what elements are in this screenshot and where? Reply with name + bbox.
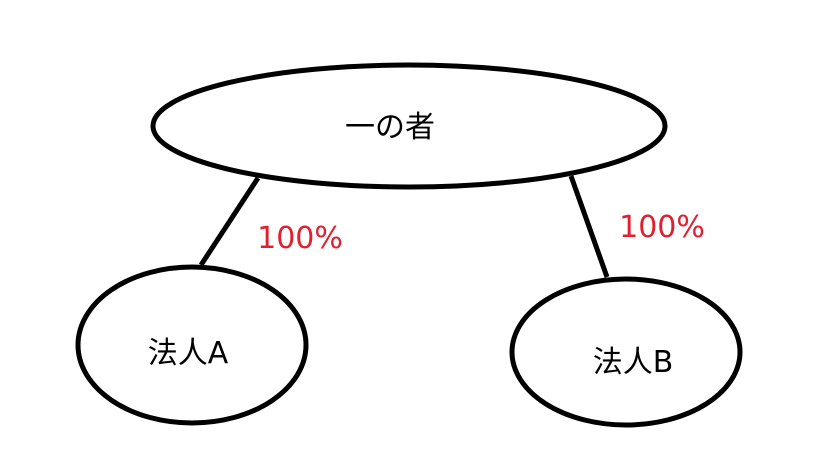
edge-line-parent-to-b	[568, 175, 610, 278]
edge-label-parent-to-b: 100%	[619, 210, 705, 245]
node-child-a: 法人A	[75, 264, 309, 426]
node-parent-label: 一の者	[345, 110, 435, 145]
node-child-b-ellipse	[509, 276, 743, 428]
edge-line-parent-to-a	[198, 176, 261, 267]
node-child-b-label: 法人B	[593, 345, 674, 380]
node-child-a-ellipse	[75, 264, 309, 426]
node-parent: 一の者	[150, 62, 668, 190]
node-child-b: 法人B	[509, 276, 743, 428]
node-parent-ellipse	[150, 62, 668, 190]
edge-label-parent-to-a: 100%	[257, 221, 343, 256]
node-child-a-label: 法人A	[148, 336, 229, 371]
